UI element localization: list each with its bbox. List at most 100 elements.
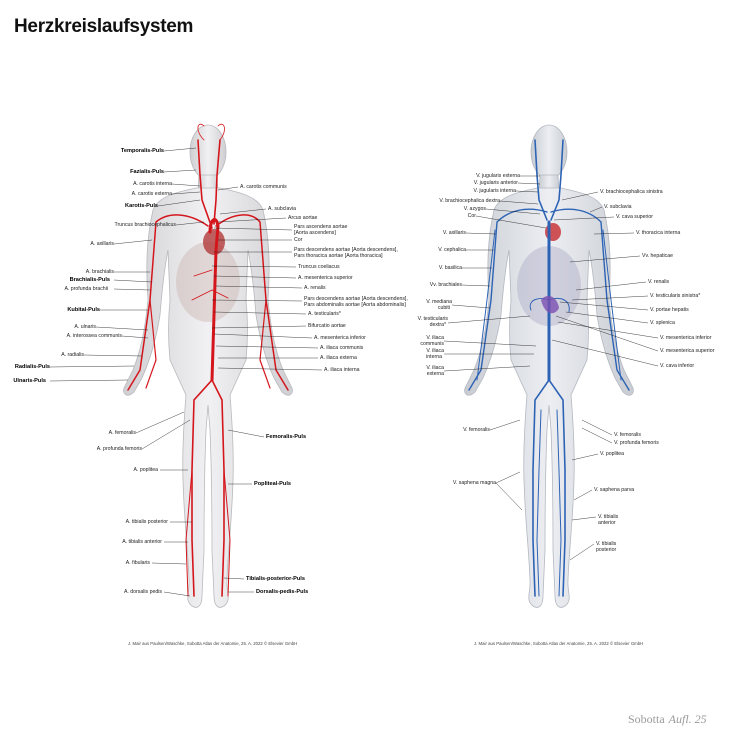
label-v-subclavia: V. subclavia [604, 204, 632, 210]
label-pars-abdominalis: Pars abdominalis aortae [Aorta abdominal… [304, 302, 406, 308]
label-a-femoralis: A. femoralis [108, 430, 136, 436]
label-v-poplitea: V. poplitea [600, 451, 625, 457]
label-mesenterica-superior: A. mesenterica superior [298, 275, 353, 281]
logo-edition: Aufl. 25 [668, 712, 707, 726]
label-a-poplitea: A. poplitea [133, 467, 158, 473]
heart [545, 223, 561, 241]
label-a-testicularis: A. testicularis* [308, 311, 341, 317]
vein-credit: J. Mair aus Paulsen/Waschke, Sobotta Atl… [474, 641, 644, 646]
label-ulnaris-puls: Ulnaris-Puls [13, 378, 46, 384]
label-v-femoralis-left: V. femoralis [463, 427, 490, 433]
label-femoralis-puls: Femoralis-Puls [266, 434, 307, 440]
label-dorsalis-pedis-puls: Dorsalis-pedis-Puls [256, 589, 309, 595]
label-thoracica-interna: V. thoracica interna [636, 230, 681, 236]
label-v-basilica: V. basilica [438, 265, 462, 271]
label-v-renalis: V. renalis [648, 279, 670, 285]
label-a-ulnaris: A. ulnaris [74, 324, 96, 330]
label-a-renalis: A. renalis [304, 285, 326, 291]
label-jugularis-externa: V. jugularis externa [476, 173, 520, 179]
page-title: Herzkreislaufsystem [14, 16, 194, 37]
label-truncus-brachiocephalicus: Truncus brachiocephalicus [114, 222, 176, 228]
label-a-fibularis: A. fibularis [125, 560, 150, 566]
label-cava-inferior: V. cava inferior [660, 363, 695, 369]
label-carotis-externa: A. carotis externa [131, 191, 172, 197]
arterial-figure [123, 123, 293, 608]
abdominal-organs [176, 242, 240, 322]
label-v-mesenterica-superior: V. mesenterica superior [660, 348, 715, 354]
label-mediana-2: cubiti [437, 305, 450, 311]
vein-right-leaders [551, 191, 659, 561]
label-jugularis-anterior: V. jugularis anterior [473, 180, 518, 186]
label-cava-superior: V. cava superior [616, 214, 654, 220]
portal-system [541, 295, 559, 314]
label-vv-hepaticae: Vv. hepaticae [642, 253, 674, 259]
label-pars-thoracica: Pars thoracica aortae [Aorta thoracica] [294, 253, 383, 259]
label-brachialis-puls: Brachialis-Puls [69, 277, 110, 283]
label-mediana-1: V. mediana [426, 299, 452, 305]
label-iliaca-interna-1: V. iliaca [426, 348, 444, 354]
label-a-radialis: A. radialis [61, 352, 84, 358]
label-tibialis-posterior: A. tibialis posterior [125, 519, 168, 525]
label-pars-ascendens: Pars ascendens aortae [294, 224, 348, 230]
label-bifurcatio-aortae: Bifurcatio aortae [308, 323, 346, 329]
label-kubital-puls: Kubital-Puls [67, 307, 100, 313]
label-tibialis-posterior-puls: Tibialis-posterior-Puls [246, 576, 305, 582]
label-aorta-ascendens: [Aorta ascendens] [294, 230, 336, 236]
label-testicularis-dextra-1: V. testicularis [417, 316, 448, 322]
label-karotis-puls: Karotis-Puls [125, 203, 158, 209]
artery-right-leaders [211, 186, 323, 593]
label-arcus-aortae: Arcus aortae [288, 215, 318, 221]
label-iliaca-communis-2: communis [420, 341, 444, 347]
label-radialis-puls: Radialis-Puls [14, 364, 50, 370]
artery-left-leaders [49, 147, 205, 597]
label-iliaca-externa-1: V. iliaca [426, 365, 444, 371]
artery-network [127, 123, 289, 597]
vein-left-leaders [443, 175, 547, 511]
label-fazialis-puls: Fazialis-Puls [130, 169, 164, 175]
label-iliaca-interna-2: interna [426, 354, 442, 360]
label-v-cephalica: V. cephalica [438, 247, 466, 253]
label-saphena-parva: V. saphena parva [594, 487, 635, 493]
artery-credit: J. Mair aus Paulsen/Waschke, Sobotta Atl… [128, 641, 298, 646]
label-temporalis-puls: Temporalis-Puls [120, 148, 164, 154]
label-tibialis-posterior-1: V. tibialis [596, 541, 617, 547]
label-iliaca-externa-2: externa [426, 371, 444, 377]
label-v-azygos: V. azygos [463, 206, 486, 212]
logo-brand: Sobotta [628, 712, 665, 726]
label-testicularis-dextra-2: dextra* [429, 322, 446, 328]
label-cor: Cor [294, 237, 303, 243]
label-carotis-communis: A. carotis communis [240, 184, 287, 190]
label-tibialis-anterior: A. tibialis anterior [122, 539, 162, 545]
label-interossea-communis: A. interossea communis [66, 333, 122, 339]
label-profunda-brachii: A. profunda brachii [64, 286, 108, 292]
label-profunda-femoris: A. profunda femoris [96, 446, 142, 452]
label-a-axillaris: A. axillaris [90, 241, 114, 247]
label-brachiocephalica-sinistra: V. brachiocephalica sinistra [600, 189, 663, 195]
label-popliteal-puls: Popliteal-Puls [254, 481, 291, 487]
label-iliaca-externa: A. iliaca externa [320, 355, 357, 361]
label-cor-vein: Cor [467, 213, 476, 219]
label-carotis-interna: A. carotis interna [133, 181, 172, 187]
label-jugularis-interna: V. jugularis interna [473, 188, 517, 194]
label-brachiocephalica-dextra: V. brachiocephalica dextra [439, 198, 500, 204]
label-profunda-femoris-vein: V. profunda femoris [614, 440, 659, 446]
label-pars-descendens: Pars descendens aortae [Aorta descendens… [294, 247, 398, 253]
label-v-femoralis-right: V. femoralis [614, 432, 641, 438]
label-iliaca-communis: A. iliaca communis [320, 345, 364, 351]
label-v-mesenterica-inferior: V. mesenterica inferior [660, 335, 712, 341]
label-iliaca-communis-1: V. iliaca [426, 335, 444, 341]
venous-figure [464, 124, 634, 608]
label-saphena-magna: V. saphena magna [452, 480, 496, 486]
label-tibialis-posterior-2: posterior [596, 547, 617, 553]
label-tibialis-anterior-2: anterior [598, 520, 616, 526]
label-truncus-coeliacus: Truncus coeliacus [298, 264, 340, 270]
label-a-brachialis: A. brachialis [85, 269, 114, 275]
label-a-subclavia: A. subclavia [268, 206, 296, 212]
label-v-axillaris: V. axillaris [442, 230, 466, 236]
label-vv-brachiales: Vv. brachiales [429, 282, 462, 288]
label-iliaca-interna: A. iliaca interna [324, 367, 360, 373]
label-v-splenica: V. splenica [650, 320, 675, 326]
label-dorsalis-pedis: A. dorsalis pedis [123, 589, 162, 595]
